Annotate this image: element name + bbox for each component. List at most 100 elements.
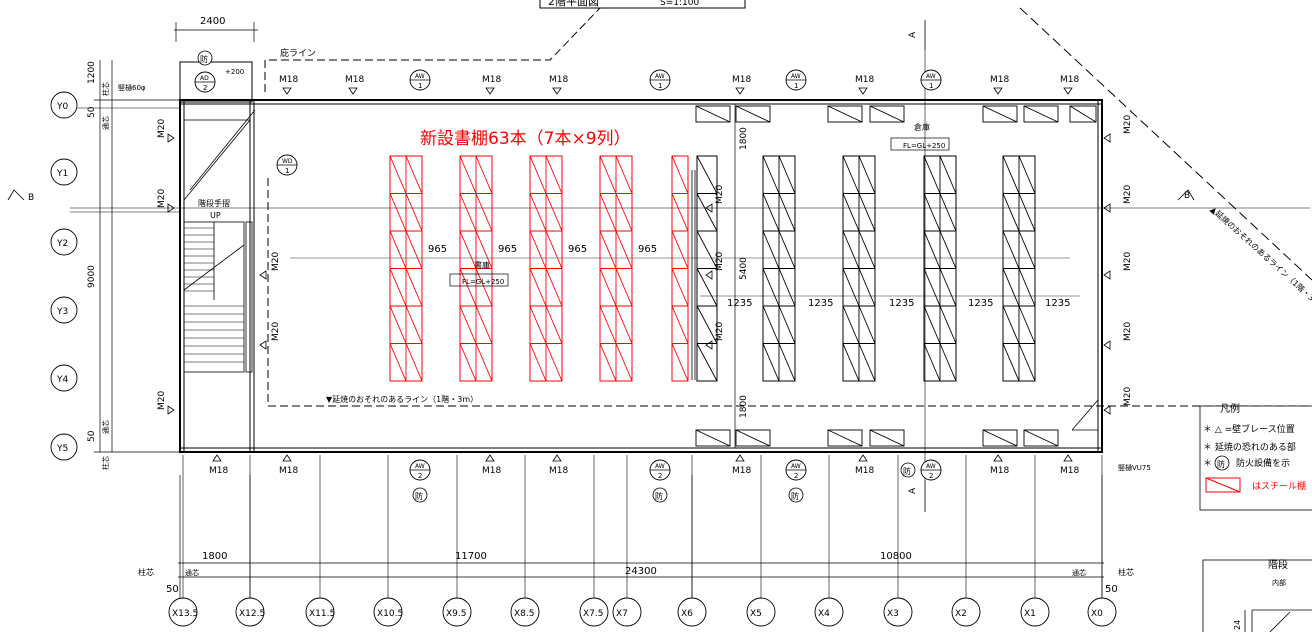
spacing-red: 965 — [568, 244, 587, 255]
shelf-existing-brace — [1018, 305, 1036, 344]
shelf-new — [671, 343, 689, 382]
brace-triangle — [993, 87, 1003, 95]
dim-9000: 9000 — [87, 265, 97, 288]
fire-glyph: 防 — [415, 491, 423, 501]
grid-bubble-x-label: X7.5 — [583, 609, 603, 619]
tag-circles: AW1AW1AW1AW1AD2防WD1AW2AW2AW2AW2防防防防 — [194, 50, 942, 503]
spacing-black: 1235 — [727, 298, 752, 309]
grid-bubble-x-label: X0 — [1091, 609, 1103, 619]
brace-label: M20 — [1123, 185, 1133, 204]
shelf-existing-brace — [778, 193, 796, 232]
brace-label: M20 — [715, 252, 725, 271]
wall-brace-diagonal — [695, 429, 731, 447]
shelf-existing-brace — [696, 230, 718, 269]
shelf-new-brace — [671, 155, 689, 194]
grid-bubble-x — [746, 597, 776, 627]
fire-line-inner-label: ▼延焼のおそれのあるライン（1階・3m） — [326, 394, 478, 404]
stair-up-label: UP — [210, 211, 221, 220]
window-tag-type: AW — [415, 463, 425, 470]
brace-label: M20 — [1123, 322, 1133, 341]
fire-glyph: 防 — [200, 54, 208, 64]
shelf-existing-brace — [762, 230, 780, 269]
wall-brace-diagonal — [695, 105, 731, 123]
shelf-existing-brace — [1002, 305, 1020, 344]
window-tag-num: 2 — [418, 472, 422, 480]
eaves-line-label: 庇ライン — [280, 47, 316, 59]
shelf-new-brace — [389, 230, 407, 269]
downpipe-left-label: 竪樋60φ — [118, 83, 146, 92]
shelf-existing-brace — [842, 230, 860, 269]
wall-brace-diagonal — [1023, 105, 1059, 123]
shelf-new-brace — [389, 343, 407, 382]
shelf-existing-brace — [1002, 268, 1020, 307]
store-left-label: 書庫 — [474, 260, 490, 270]
grid-bubble-x-label: X12.5 — [239, 609, 265, 619]
grid-bubble-y — [50, 91, 78, 119]
brace-label: M18 — [279, 466, 298, 476]
brace-triangle — [259, 270, 267, 280]
shelf-new-brace — [615, 343, 633, 382]
shelf-existing-brace — [762, 268, 780, 307]
shelf-existing-brace — [923, 230, 941, 269]
brace-label: M18 — [549, 75, 568, 85]
shelf-new-brace — [405, 305, 423, 344]
shelf-existing-brace — [858, 155, 876, 194]
window-tag-type: AW — [926, 463, 936, 470]
shelf-new-brace — [389, 305, 407, 344]
wall-brace-diagonal — [827, 105, 863, 123]
shelf-existing-brace — [1018, 343, 1036, 382]
shelf-new-brace — [545, 305, 563, 344]
brace-triangle — [485, 87, 495, 95]
brace-triangle — [735, 87, 745, 95]
fl-right-label: FL=GL+250 — [903, 142, 945, 150]
shelf-existing-brace — [842, 343, 860, 382]
shelf-existing-brace — [778, 155, 796, 194]
window-tag-num: 1 — [418, 82, 422, 90]
spacing-black: 1235 — [889, 298, 914, 309]
brace-label: M18 — [482, 466, 501, 476]
shelf-existing-brace — [842, 268, 860, 307]
shelf-new-brace — [545, 155, 563, 194]
stair-detail-title: 階段 — [1268, 558, 1288, 571]
brace-label: M20 — [1123, 252, 1133, 271]
wall-brace-diagonal — [735, 429, 771, 447]
shelf-new-brace — [405, 230, 423, 269]
wall-brace-diagonal — [1069, 105, 1097, 123]
grid-bubble-x — [305, 597, 335, 627]
legend: 凡例 ＊ △ =壁ブレース位置 ＊ 延焼の恐れのある部 ＊ 防 防火設備を示 は… — [1199, 402, 1312, 511]
shelf-existing-brace — [696, 268, 718, 307]
brace-triangle — [858, 454, 868, 462]
dim-11700: 11700 — [455, 551, 487, 562]
shelf-new-brace — [389, 193, 407, 232]
grid-bubble-x — [235, 597, 265, 627]
shelf-existing-brace — [939, 193, 957, 232]
dim-stair-width — [174, 22, 258, 42]
spacing-red: 965 — [428, 244, 447, 255]
shelf-existing-brace — [842, 305, 860, 344]
wall-brace-panel — [1023, 105, 1059, 123]
shelf-existing-brace — [762, 305, 780, 344]
shelf-new-brace — [405, 193, 423, 232]
fire-symbol — [652, 487, 668, 503]
wall-brace-diagonal — [1023, 429, 1059, 447]
shelf-new-brace — [405, 268, 423, 307]
grid-bubble-x-label: X9.5 — [446, 609, 466, 619]
window-tag-num: 2 — [929, 472, 933, 480]
col-core-bot: 柱芯 — [101, 456, 110, 470]
wall-brace-panel — [982, 105, 1018, 123]
shelf-new-brace — [475, 268, 493, 307]
grid-bubble-x — [442, 597, 472, 627]
shelf-new-brace — [615, 305, 633, 344]
window-tag-type: AW — [791, 463, 801, 470]
brace-triangle — [167, 405, 175, 415]
shelf-new-brace — [475, 305, 493, 344]
wall-brace-panel — [735, 429, 771, 447]
window-tag-num: 1 — [285, 167, 289, 175]
dim-2400: 2400 — [200, 16, 225, 27]
shelf-existing-brace — [1002, 230, 1020, 269]
brace-triangle — [1063, 454, 1073, 462]
brace-label: M20 — [715, 322, 725, 341]
